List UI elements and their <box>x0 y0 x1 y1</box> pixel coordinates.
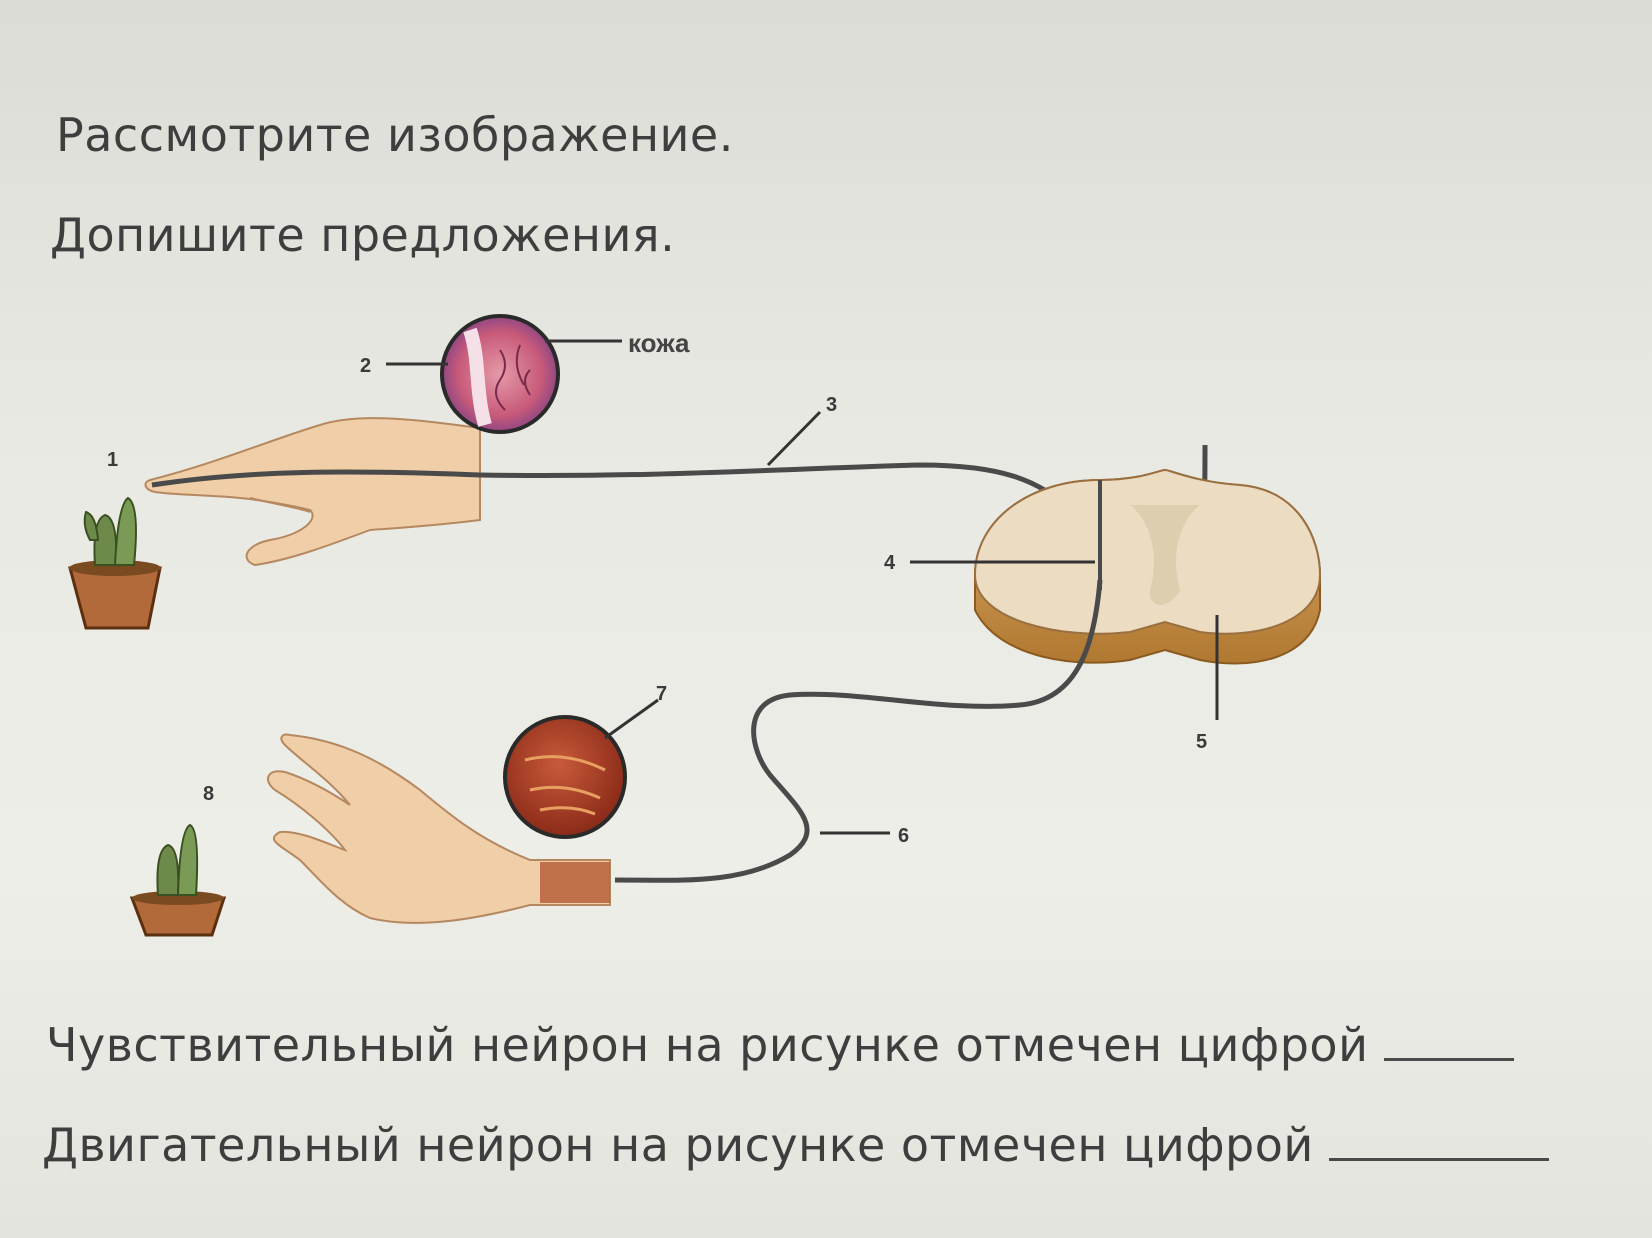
hand-touching-icon <box>145 418 480 565</box>
answer-blank-sensory[interactable] <box>1384 1018 1514 1061</box>
question-sensory: Чувствительный нейрон на рисунке отмечен… <box>46 1018 1514 1072</box>
label-4: 4 <box>884 552 896 574</box>
label-3: 3 <box>826 394 837 416</box>
answer-blank-motor[interactable] <box>1329 1118 1549 1161</box>
label-8: 8 <box>203 783 214 805</box>
label-6: 6 <box>898 825 909 847</box>
question-sensory-text: Чувствительный нейрон на рисунке отмечен… <box>46 1018 1368 1072</box>
spinal-cord-section <box>975 470 1320 663</box>
question-motor-text: Двигательный нейрон на рисунке отмечен ц… <box>42 1118 1314 1172</box>
question-motor: Двигательный нейрон на рисунке отмечен ц… <box>42 1118 1549 1172</box>
label-skin: кожа <box>628 328 690 358</box>
label-7: 7 <box>656 683 667 705</box>
skin-receptor-circle <box>442 316 558 432</box>
cactus-bottom-icon <box>132 825 224 935</box>
label-5: 5 <box>1196 731 1207 753</box>
cactus-top-icon <box>69 498 161 628</box>
label-1: 1 <box>107 449 118 471</box>
label-2: 2 <box>360 355 371 377</box>
